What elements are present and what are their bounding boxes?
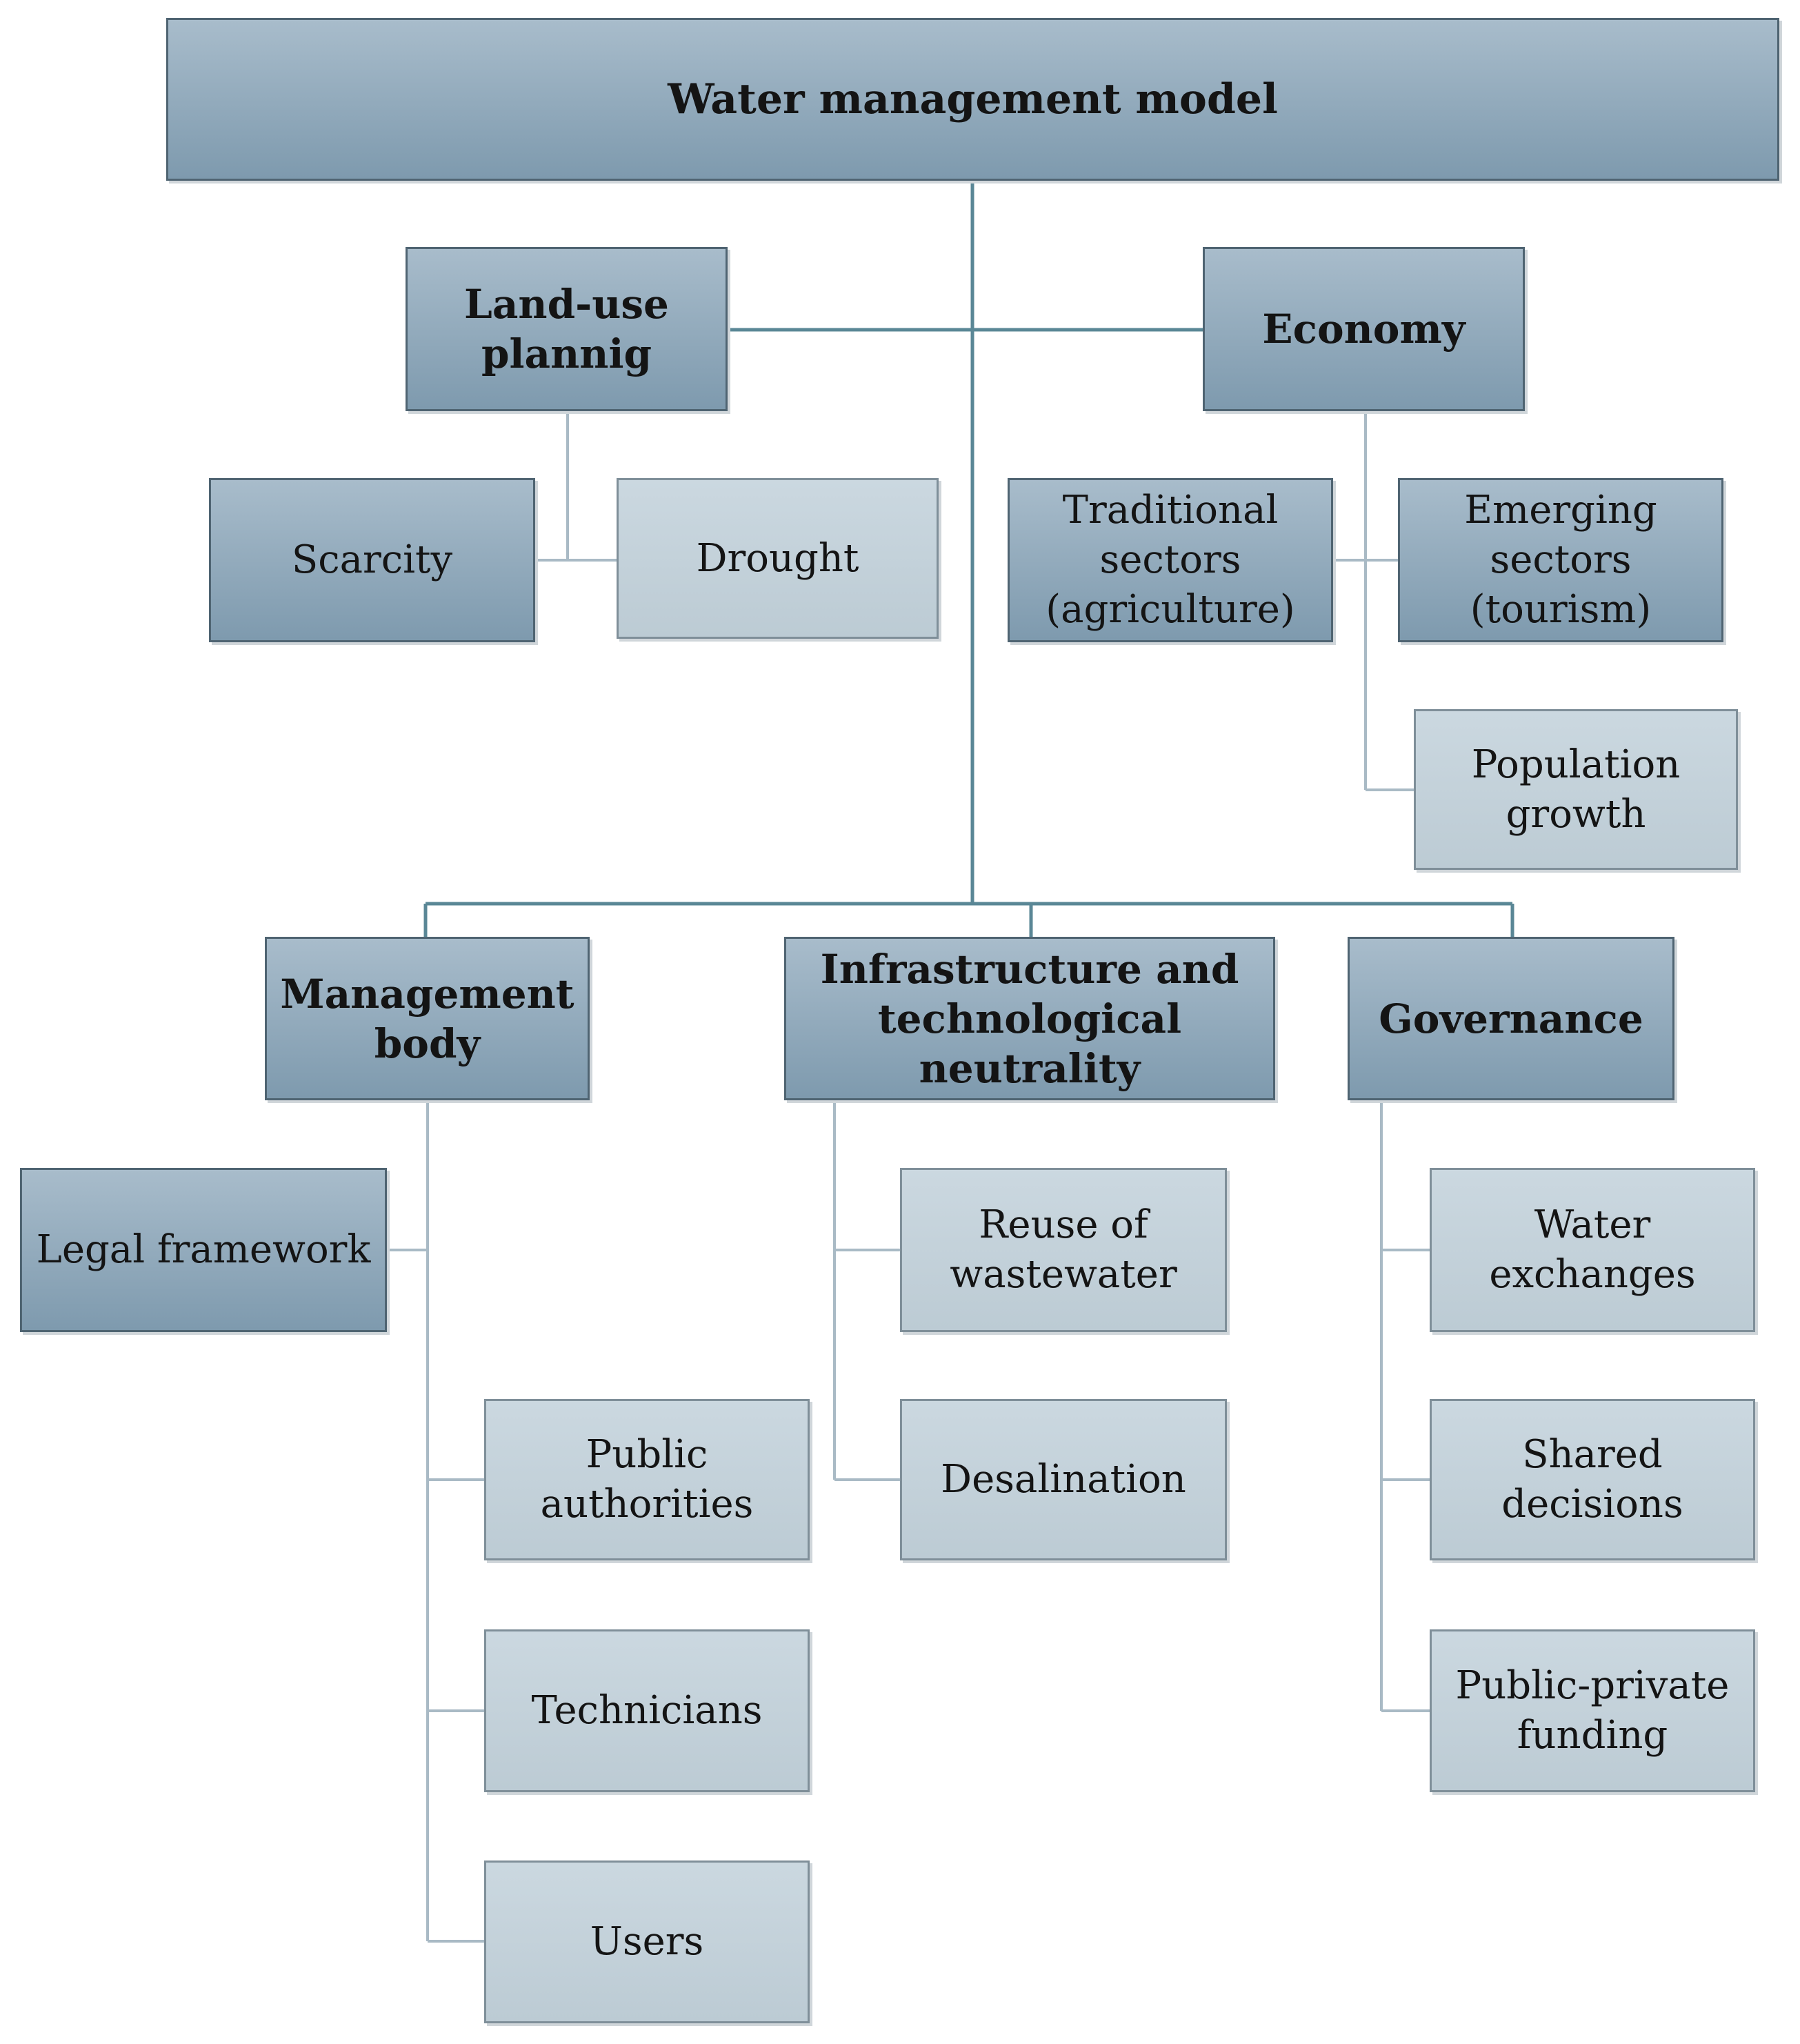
node-reuse-wastewater-label: Reuse of wastewater — [950, 1202, 1177, 1297]
node-public-private-funding-label: Public-private funding — [1455, 1663, 1730, 1758]
node-technicians-label: Technicians — [531, 1688, 763, 1733]
branch-management-body-label: Management body — [280, 970, 574, 1067]
node-population-growth-label: Population growth — [1471, 742, 1681, 837]
node-emerging-sectors: Emerging sectors (tourism) — [1398, 478, 1723, 642]
node-desalination: Desalination — [900, 1399, 1227, 1560]
branch-governance: Governance — [1348, 937, 1674, 1100]
node-public-private-funding: Public-private funding — [1430, 1629, 1755, 1792]
node-public-authorities: Public authorities — [484, 1399, 810, 1560]
node-shared-decisions-label: Shared decisions — [1501, 1432, 1683, 1527]
node-scarcity-label: Scarcity — [291, 537, 453, 582]
node-desalination-label: Desalination — [941, 1457, 1186, 1502]
branch-management-body: Management body — [265, 937, 590, 1100]
node-shared-decisions: Shared decisions — [1430, 1399, 1755, 1560]
node-drought-label: Drought — [696, 535, 859, 581]
node-drought: Drought — [617, 478, 939, 639]
branch-economy: Economy — [1203, 247, 1525, 411]
node-traditional-sectors-label: Traditional sectors (agriculture) — [1046, 488, 1295, 632]
node-traditional-sectors: Traditional sectors (agriculture) — [1008, 478, 1333, 642]
root-node: Water management model — [166, 18, 1779, 181]
node-technicians: Technicians — [484, 1629, 810, 1792]
node-public-authorities-label: Public authorities — [540, 1432, 754, 1527]
branch-economy-label: Economy — [1262, 306, 1466, 353]
branch-infrastructure: Infrastructure and technological neutral… — [784, 937, 1275, 1100]
branch-infrastructure-label: Infrastructure and technological neutral… — [820, 945, 1239, 1092]
node-population-growth: Population growth — [1414, 709, 1738, 870]
node-legal-framework: Legal framework — [20, 1168, 387, 1332]
node-users: Users — [484, 1861, 810, 2023]
root-label: Water management model — [668, 75, 1278, 123]
node-users-label: Users — [590, 1919, 704, 1964]
node-reuse-wastewater: Reuse of wastewater — [900, 1168, 1227, 1332]
node-water-exchanges-label: Water exchanges — [1489, 1202, 1696, 1297]
node-legal-framework-label: Legal framework — [36, 1227, 371, 1272]
node-water-exchanges: Water exchanges — [1430, 1168, 1755, 1332]
branch-land-use: Land-use plannig — [406, 247, 728, 411]
node-scarcity: Scarcity — [209, 478, 535, 642]
node-emerging-sectors-label: Emerging sectors (tourism) — [1464, 488, 1657, 632]
branch-land-use-label: Land-use plannig — [464, 281, 669, 377]
branch-governance-label: Governance — [1379, 995, 1643, 1042]
